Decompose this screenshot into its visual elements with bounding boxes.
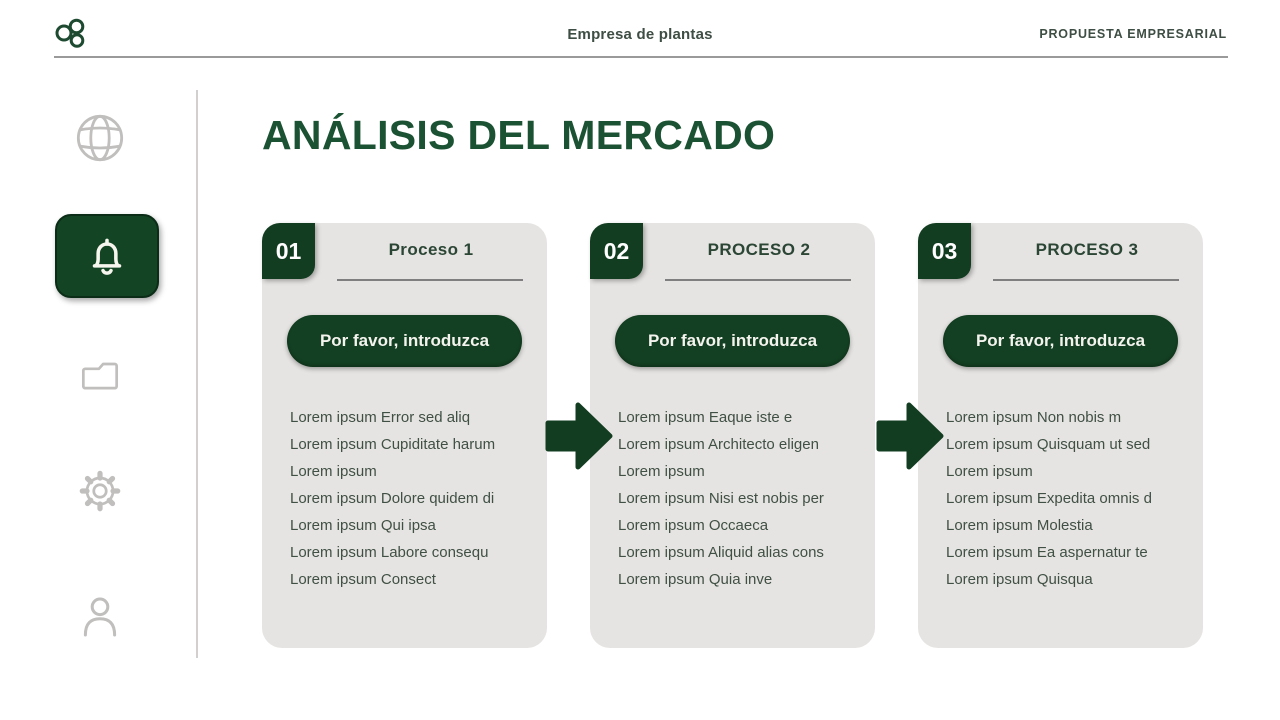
list-item: Lorem ipsum Ea aspernatur te bbox=[946, 544, 1148, 561]
card-item-list: Lorem ipsum Non nobis m Lorem ipsum Quis… bbox=[946, 404, 1195, 593]
process-card-2: 02 PROCESO 2 Por favor, introduzca Lorem… bbox=[590, 223, 875, 648]
document-title: Empresa de plantas bbox=[567, 26, 713, 43]
list-item: Lorem ipsum bbox=[946, 463, 1033, 480]
list-item: Lorem ipsum Nisi est nobis per bbox=[618, 490, 824, 507]
card-title: Proceso 1 bbox=[388, 240, 474, 259]
list-item: Lorem ipsum Dolore quidem di bbox=[290, 490, 495, 507]
introduce-button[interactable]: Por favor, introduzca bbox=[287, 315, 522, 367]
step-number-badge: 02 bbox=[590, 223, 643, 279]
header-label: PROPUESTA EMPRESARIAL bbox=[1039, 27, 1227, 41]
card-title: PROCESO 3 bbox=[1035, 240, 1139, 259]
introduce-button[interactable]: Por favor, introduzca bbox=[943, 315, 1178, 367]
card-title-underline bbox=[337, 279, 523, 281]
header-divider bbox=[54, 56, 1228, 58]
card-title-underline bbox=[665, 279, 851, 281]
gear-icon[interactable] bbox=[75, 466, 125, 516]
process-card-1: 01 Proceso 1 Por favor, introduzca Lorem… bbox=[262, 223, 547, 648]
list-item: Lorem ipsum Consect bbox=[290, 571, 436, 588]
card-title: PROCESO 2 bbox=[707, 240, 811, 259]
list-item: Lorem ipsum Quia inve bbox=[618, 571, 773, 588]
step-number-badge: 03 bbox=[918, 223, 971, 279]
list-item: Lorem ipsum Cupiditate harum bbox=[290, 436, 496, 453]
sidebar-divider bbox=[196, 90, 198, 658]
list-item: Lorem ipsum Architecto eligen bbox=[618, 436, 819, 453]
list-item: Lorem ipsum Non nobis m bbox=[946, 409, 1122, 426]
step-number-badge: 01 bbox=[262, 223, 315, 279]
list-item: Lorem ipsum Occaeca bbox=[618, 517, 769, 534]
process-card-3: 03 PROCESO 3 Por favor, introduzca Lorem… bbox=[918, 223, 1203, 648]
bell-button[interactable] bbox=[55, 214, 159, 298]
card-item-list: Lorem ipsum Eaque iste e Lorem ipsum Arc… bbox=[618, 404, 867, 593]
globe-icon[interactable] bbox=[74, 112, 126, 164]
list-item: Lorem ipsum Aliquid alias cons bbox=[618, 544, 824, 561]
folder-icon[interactable] bbox=[75, 349, 125, 399]
list-item: Lorem ipsum Molestia bbox=[946, 517, 1093, 534]
list-item: Lorem ipsum Labore consequ bbox=[290, 544, 489, 561]
list-item: Lorem ipsum bbox=[618, 463, 705, 480]
card-item-list: Lorem ipsum Error sed aliq Lorem ipsum C… bbox=[290, 404, 539, 593]
brand-logo-icon bbox=[55, 18, 85, 48]
card-title-underline bbox=[993, 279, 1179, 281]
page-title: ANÁLISIS DEL MERCADO bbox=[262, 112, 776, 158]
list-item: Lorem ipsum Quisqua bbox=[946, 571, 1093, 588]
arrow-right-icon bbox=[545, 402, 613, 470]
list-item: Lorem ipsum bbox=[290, 463, 377, 480]
list-item: Lorem ipsum Expedita omnis d bbox=[946, 490, 1152, 507]
list-item: Lorem ipsum Qui ipsa bbox=[290, 517, 436, 534]
list-item: Lorem ipsum Error sed aliq bbox=[290, 409, 471, 426]
list-item: Lorem ipsum Quisquam ut sed bbox=[946, 436, 1151, 453]
user-icon[interactable] bbox=[74, 590, 126, 642]
list-item: Lorem ipsum Eaque iste e bbox=[618, 409, 793, 426]
bell-icon bbox=[92, 238, 122, 275]
introduce-button[interactable]: Por favor, introduzca bbox=[615, 315, 850, 367]
arrow-right-icon bbox=[876, 402, 944, 470]
